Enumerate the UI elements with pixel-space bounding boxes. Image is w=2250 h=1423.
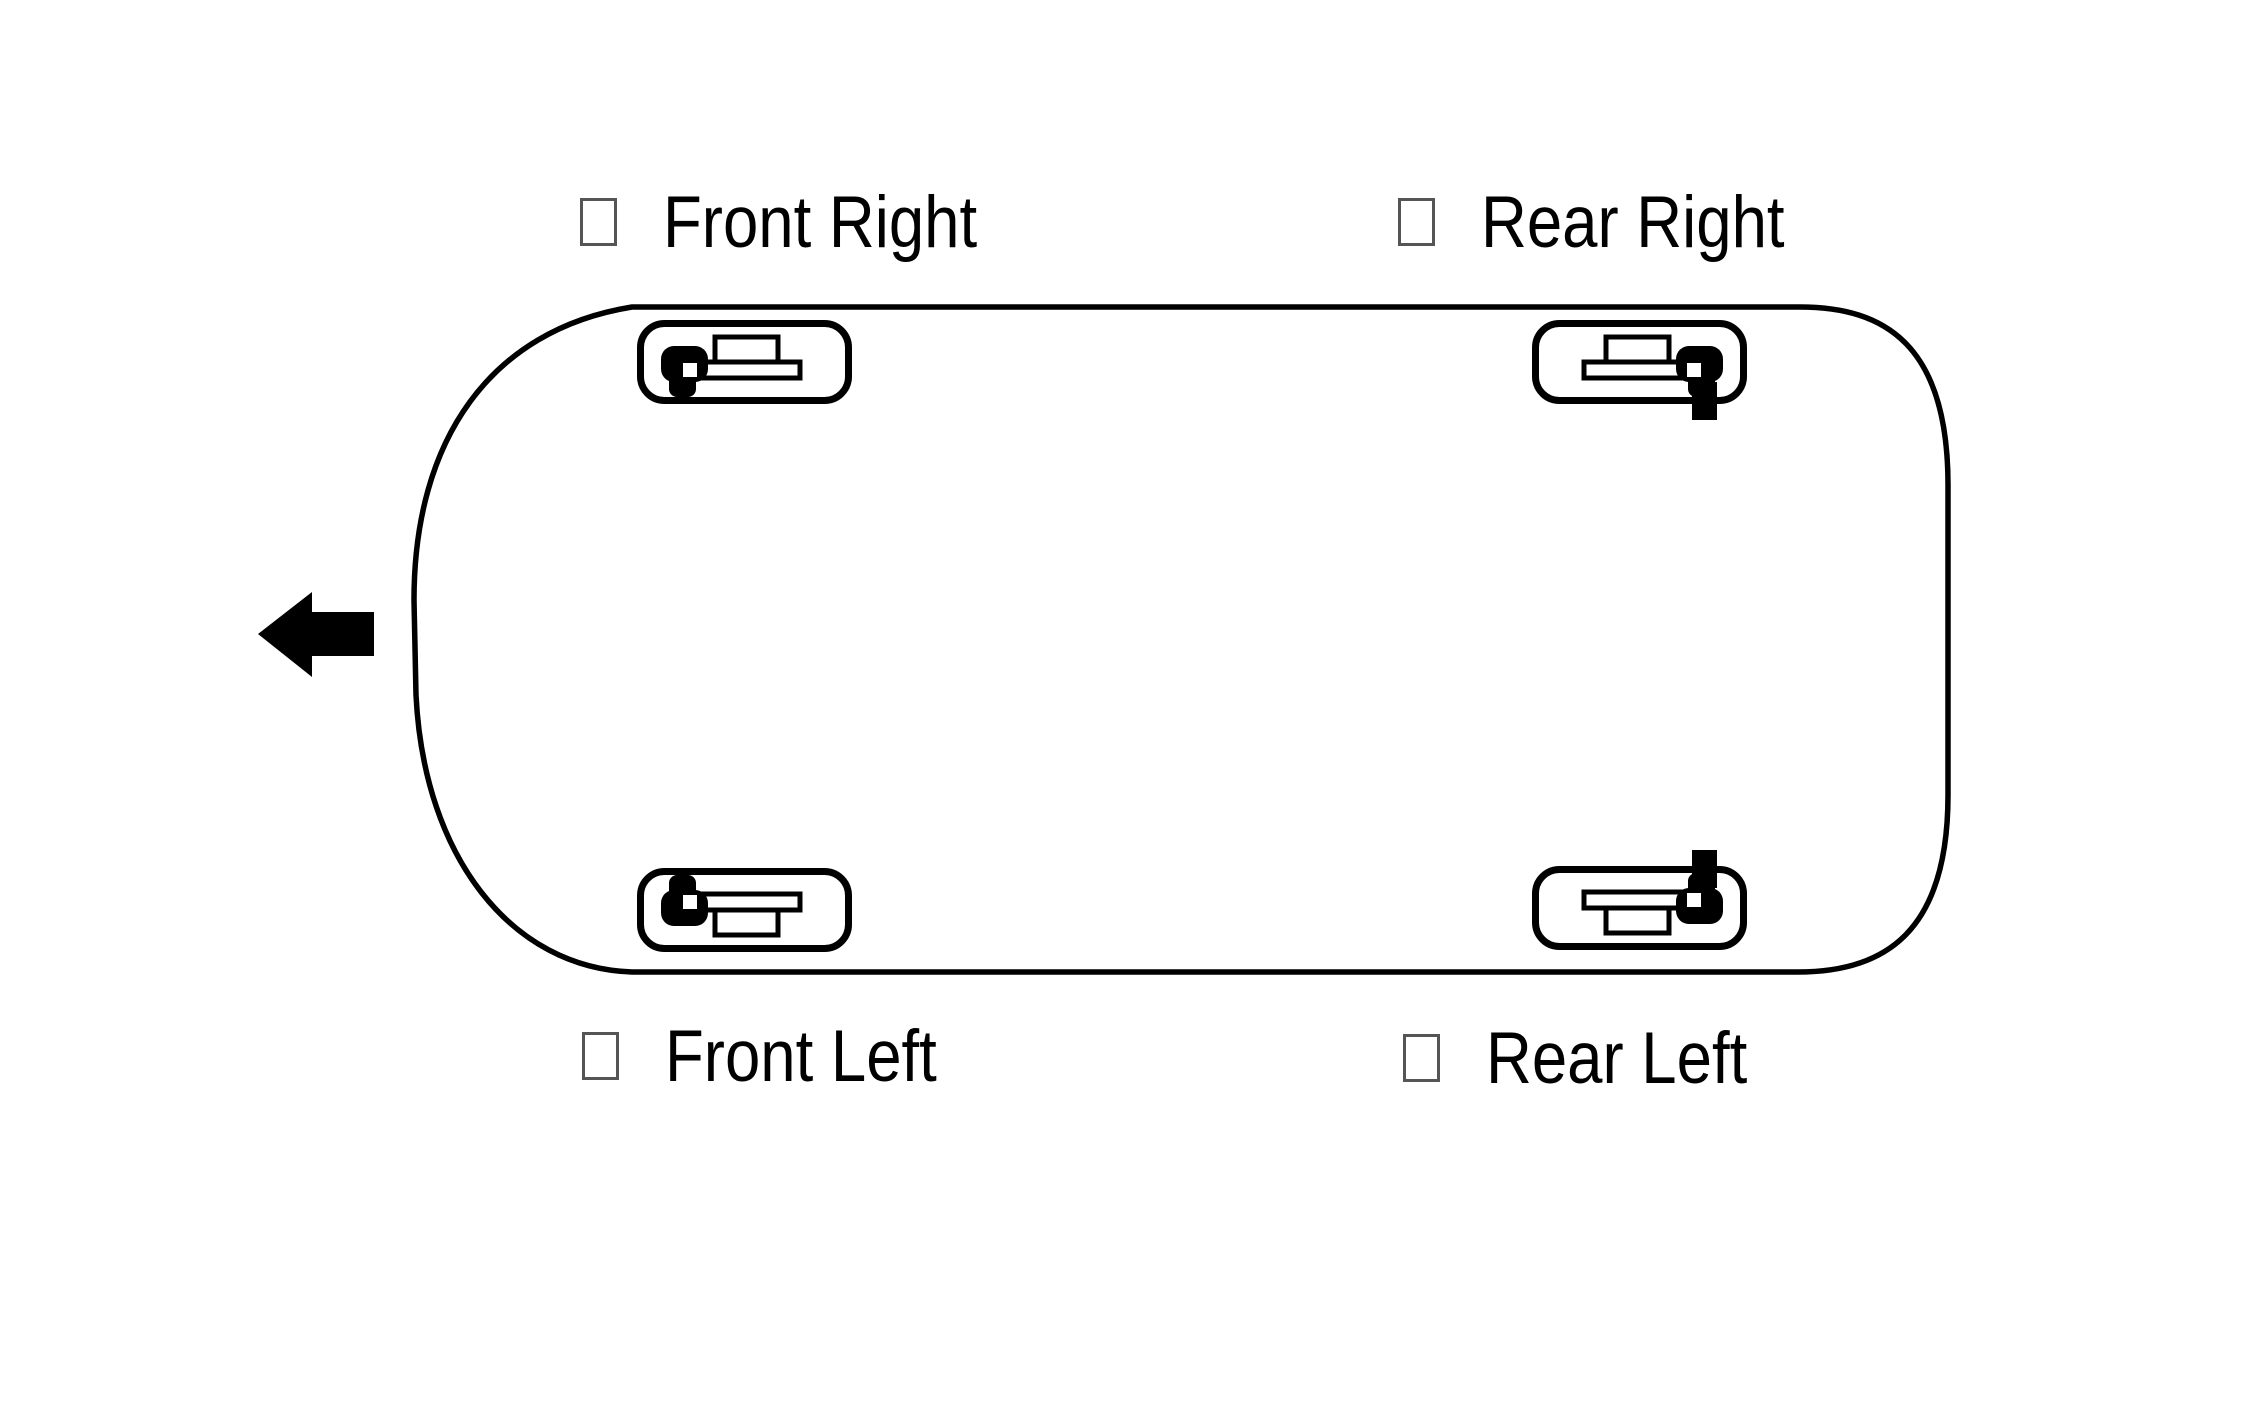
car-body-outline [411, 304, 1951, 975]
front-right-label: Front Right [663, 181, 978, 263]
rear-left-checkbox[interactable] [1403, 1034, 1440, 1082]
front-left-label: Front Left [665, 1015, 937, 1097]
front-direction-left-arrow-icon [258, 592, 374, 677]
rear-left-option: Rear Left [1403, 1022, 1786, 1095]
front-right-checkbox[interactable] [580, 198, 617, 246]
rear-right-checkbox[interactable] [1398, 198, 1435, 246]
rear-left-label: Rear Left [1486, 1017, 1748, 1099]
rear-right-label: Rear Right [1481, 181, 1785, 263]
front-left-checkbox[interactable] [582, 1032, 619, 1080]
front-right-wheel-sensor-icon [641, 324, 849, 401]
front-left-option: Front Left [582, 1020, 977, 1093]
front-left-wheel-sensor-icon [641, 872, 849, 949]
front-right-option: Front Right [580, 186, 1024, 259]
rear-right-option: Rear Right [1398, 186, 1830, 259]
